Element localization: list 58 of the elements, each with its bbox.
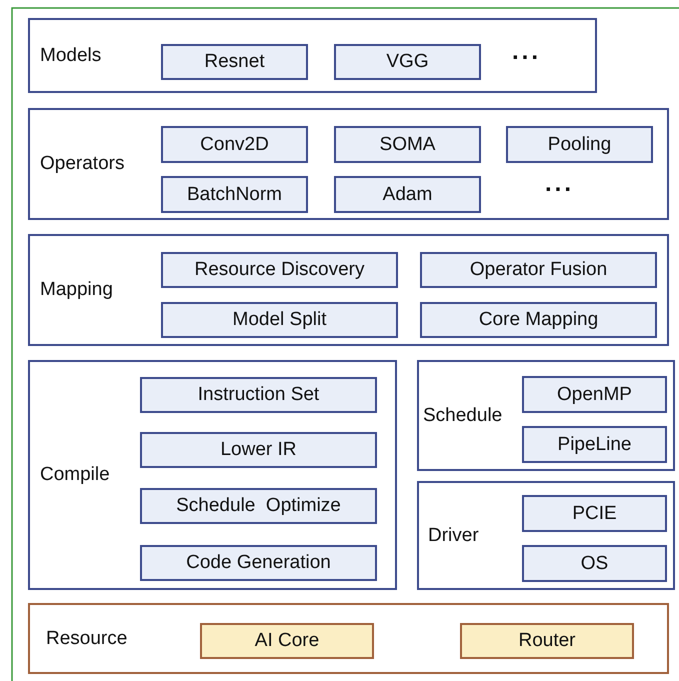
module-box xyxy=(522,426,667,463)
module-box xyxy=(140,488,377,524)
module-box xyxy=(161,252,398,288)
module-box xyxy=(420,252,657,288)
module-box xyxy=(420,302,657,338)
module-label: Resnet xyxy=(204,51,265,73)
ellipsis-text: ... xyxy=(512,38,542,66)
module-label: AI Core xyxy=(254,630,320,652)
module-box xyxy=(200,623,374,659)
module-label: Model Split xyxy=(232,309,326,331)
module-label: PipeLine xyxy=(558,434,632,456)
ellipsis-text: ... xyxy=(545,170,574,198)
layer-panel xyxy=(28,234,669,346)
module-label: BatchNorm xyxy=(186,184,282,206)
module-box xyxy=(460,623,634,659)
module-label: Resource Discovery xyxy=(194,259,364,281)
module-label: Operator Fusion xyxy=(470,259,608,281)
module-box xyxy=(522,545,667,582)
module-box xyxy=(161,44,308,80)
module-box xyxy=(140,377,377,413)
layer-heading: Compile xyxy=(40,464,110,486)
module-box xyxy=(161,302,398,338)
module-box xyxy=(334,44,481,80)
layer-panel xyxy=(28,18,597,93)
module-label: VGG xyxy=(386,51,429,73)
layer-heading: Operators xyxy=(40,153,124,175)
module-label: Schedule Optimize xyxy=(176,495,341,517)
module-box xyxy=(140,545,377,581)
module-label: Core Mapping xyxy=(478,309,598,331)
module-box xyxy=(161,126,308,163)
module-box xyxy=(334,126,481,163)
module-label: OpenMP xyxy=(557,384,632,406)
module-box xyxy=(334,176,481,213)
module-box xyxy=(140,432,377,468)
layer-heading: Resource xyxy=(46,628,128,650)
module-label: Instruction Set xyxy=(198,384,320,406)
layer-heading: Driver xyxy=(428,524,479,546)
module-label: Code Generation xyxy=(186,552,331,574)
module-label: Adam xyxy=(382,184,432,206)
module-box xyxy=(161,176,308,213)
module-label: SOMA xyxy=(380,134,436,156)
layer-panel xyxy=(417,360,675,471)
layer-panel xyxy=(28,108,669,220)
layer-panel xyxy=(417,481,675,590)
layer-panel xyxy=(28,603,669,674)
module-label: OS xyxy=(580,552,608,574)
module-label: Lower IR xyxy=(220,439,297,461)
module-box xyxy=(522,376,667,413)
layer-heading: Mapping xyxy=(40,279,113,301)
module-label: Pooling xyxy=(548,134,612,156)
module-label: PCIE xyxy=(572,502,617,524)
layer-heading: Models xyxy=(40,44,102,66)
module-label: Conv2D xyxy=(200,134,269,156)
module-box xyxy=(522,495,667,532)
module-label: Router xyxy=(518,630,576,652)
module-box xyxy=(506,126,653,163)
layer-panel xyxy=(28,360,397,590)
layer-heading: Schedule xyxy=(423,404,502,426)
